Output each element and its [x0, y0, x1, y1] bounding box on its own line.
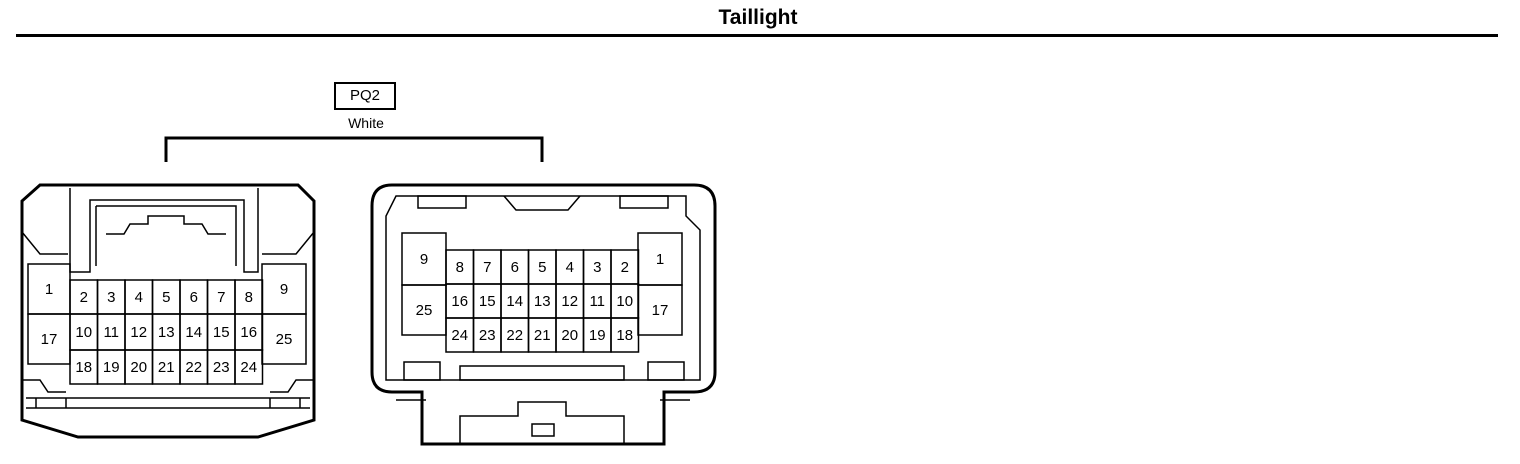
left-pin-number: 1 — [45, 281, 53, 298]
left-pin-cavity — [234, 349, 264, 385]
left-pin-number: 15 — [213, 324, 230, 341]
right-pin-number: 23 — [479, 327, 496, 344]
right-pin-number: 12 — [561, 293, 578, 310]
left-housing-inner — [69, 188, 259, 273]
right-pin-number: 21 — [534, 327, 551, 344]
right-pin-number: 9 — [420, 251, 428, 268]
left-pin-number: 21 — [158, 359, 175, 376]
left-pin-number: 5 — [162, 289, 170, 306]
title-underline — [16, 34, 1498, 37]
left-pin-number: 25 — [276, 331, 293, 348]
right-pin-number: 7 — [483, 259, 491, 276]
right-pin-number: 1 — [656, 251, 664, 268]
left-pin-number: 4 — [135, 289, 143, 306]
left-pin-number: 9 — [280, 281, 288, 298]
right-pin-number: 18 — [616, 327, 633, 344]
right-pin-number: 16 — [451, 293, 468, 310]
right-pin-number: 13 — [534, 293, 551, 310]
left-pin-number: 7 — [217, 289, 225, 306]
right-pin-number: 11 — [589, 293, 605, 310]
left-pin-number: 12 — [130, 324, 147, 341]
left-pin-number: 19 — [103, 359, 120, 376]
page-title: Taillight — [718, 6, 798, 29]
right-pin-number: 4 — [566, 259, 574, 276]
right-pin-number: 20 — [561, 327, 578, 344]
right-pin-number: 19 — [589, 327, 606, 344]
right-pin-number: 8 — [456, 259, 464, 276]
right-pin-number: 17 — [652, 302, 669, 319]
left-pin-number: 18 — [75, 359, 92, 376]
left-pin-number: 11 — [103, 324, 119, 341]
left-connector — [20, 183, 316, 439]
left-pin-number: 6 — [190, 289, 198, 306]
right-housing-outline — [370, 183, 717, 446]
right-connector — [370, 183, 717, 446]
left-pin-number: 13 — [158, 324, 175, 341]
right-pin-number: 24 — [451, 327, 468, 344]
right-pin-cavity — [610, 317, 640, 353]
left-pin-number: 20 — [130, 359, 147, 376]
left-housing-outline — [20, 183, 316, 439]
left-pin-number: 3 — [107, 289, 115, 306]
left-pin-number: 16 — [240, 324, 257, 341]
left-pin-number: 24 — [240, 359, 257, 376]
left-pin-number: 2 — [80, 289, 88, 306]
connector-code-label: PQ2 — [334, 82, 396, 110]
left-pin-number: 8 — [245, 289, 253, 306]
connector-color-label: White — [348, 115, 384, 131]
right-housing-inner — [385, 195, 701, 381]
right-pin-number: 2 — [621, 259, 629, 276]
left-pin-number: 23 — [213, 359, 230, 376]
right-pin-number: 3 — [593, 259, 601, 276]
left-pin-number: 14 — [185, 324, 202, 341]
right-pin-number: 25 — [416, 302, 433, 319]
left-pin-number: 17 — [41, 331, 58, 348]
right-pin-layer: 9 25 1 17 8 7 6 5 4 3 2 16 15 14 13 12 11 10 24 23 22 21 20 19 1… — [401, 232, 683, 353]
right-pin-number: 5 — [538, 259, 546, 276]
connector-bracket — [164, 136, 544, 162]
right-pin-number: 15 — [479, 293, 496, 310]
left-pin-number: 22 — [185, 359, 202, 376]
right-pin-number: 6 — [511, 259, 519, 276]
right-pin-number: 22 — [506, 327, 523, 344]
left-pin-number: 10 — [75, 324, 92, 341]
right-pin-number: 14 — [506, 293, 523, 310]
right-pin-number: 10 — [616, 293, 633, 310]
